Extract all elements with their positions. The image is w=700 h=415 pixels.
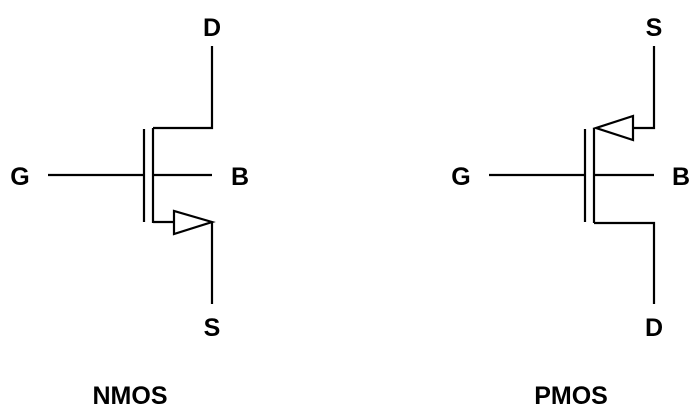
nmos-title: NMOS — [93, 382, 168, 410]
pmos-bulk-label: B — [672, 163, 690, 191]
nmos-bulk-label: B — [231, 163, 249, 191]
nmos-source-label: S — [204, 314, 221, 342]
pmos-source-arrow-icon — [592, 114, 635, 142]
nmos-source-arrow-icon — [172, 209, 216, 236]
pmos-drain-label: D — [645, 314, 663, 342]
pmos-title: PMOS — [534, 382, 608, 410]
nmos-symbol: D G B S NMOS — [10, 14, 249, 410]
nmos-gate-label: G — [10, 163, 29, 191]
pmos-gate-label: G — [451, 163, 470, 191]
nmos-drain-label: D — [203, 14, 221, 42]
pmos-symbol: S G B D PMOS — [451, 14, 690, 410]
pmos-drain-lead — [594, 221, 656, 304]
nmos-drain-lead — [153, 46, 214, 130]
pmos-source-lead — [633, 46, 656, 130]
pmos-source-label: S — [646, 14, 663, 42]
